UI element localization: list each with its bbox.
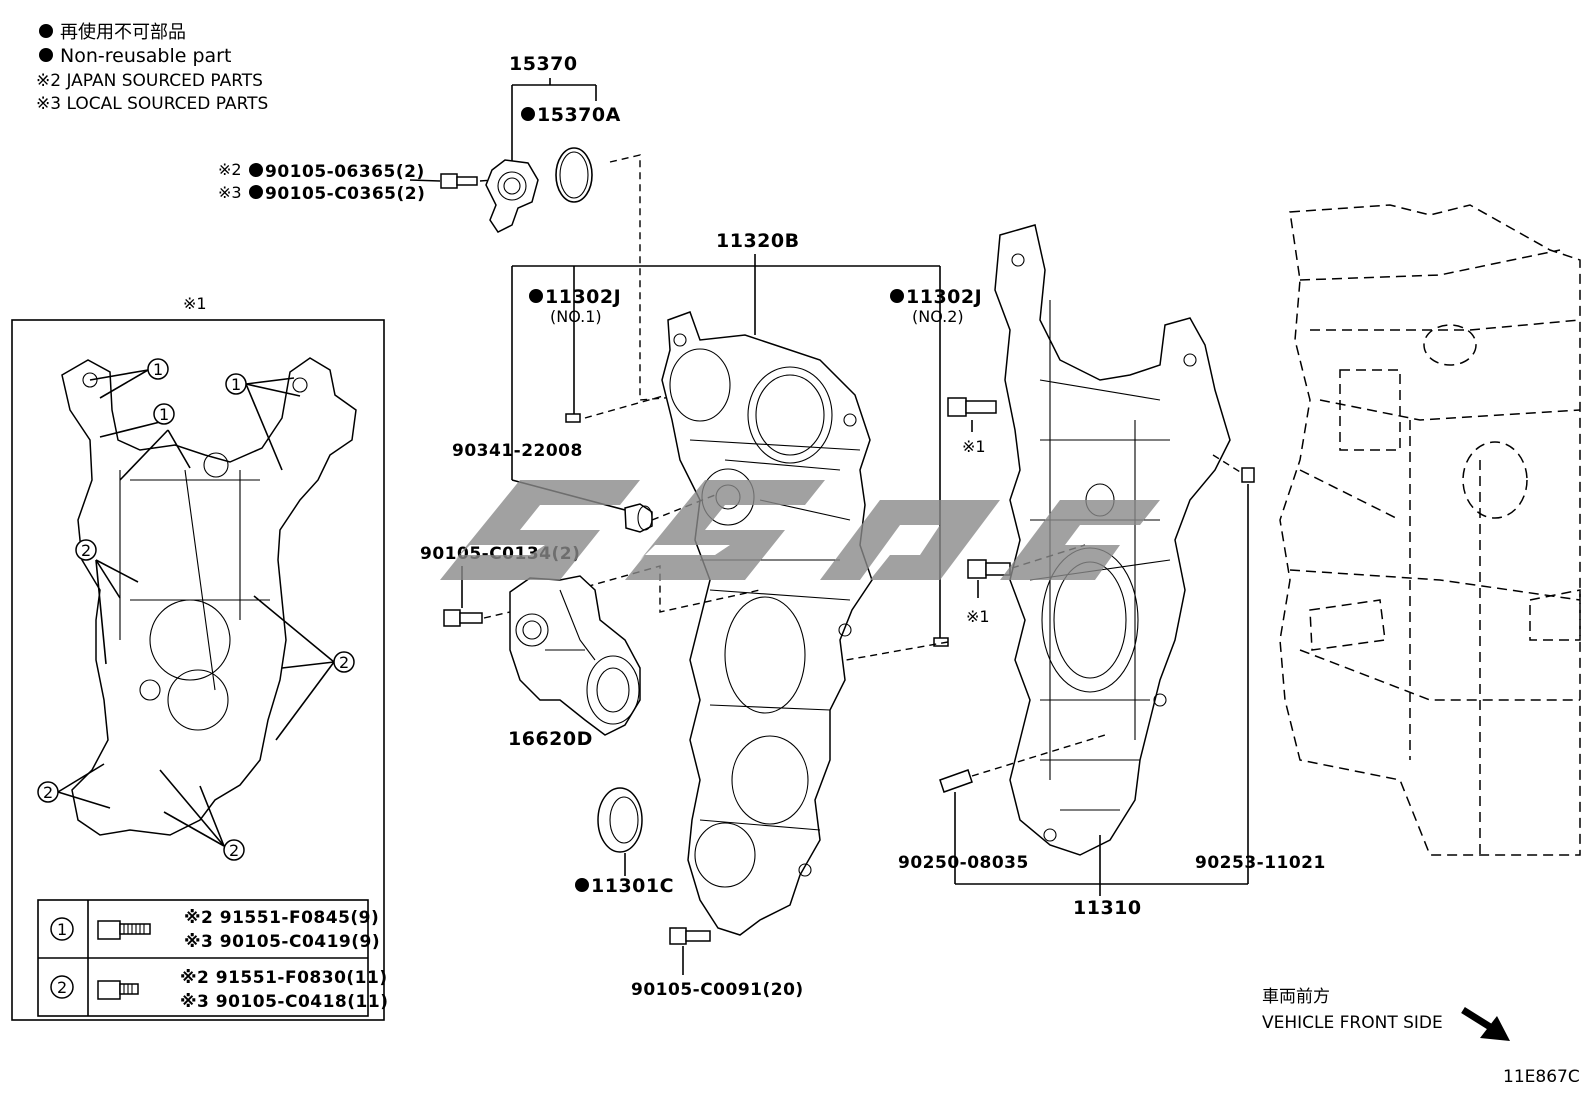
non-reusable-dot-icon <box>529 289 543 303</box>
inset-callouts-2: 2 2 2 2 <box>37 539 355 861</box>
callout-2: 2 <box>43 783 53 802</box>
bolt-a-jp-mark: ※2 <box>218 160 242 179</box>
label-11301C: 11301C <box>591 875 674 897</box>
bolt-a-local-mark: ※3 <box>218 183 242 202</box>
bolt-icon <box>947 397 997 417</box>
tensioner-body <box>509 575 641 736</box>
table-row-1-line-1: ※2 91551-F0845(9) <box>184 908 379 928</box>
part-15370-housing <box>485 159 539 233</box>
arrow-down-right-icon <box>1461 1007 1510 1041</box>
inset-cover-hole <box>139 679 161 701</box>
inset-cover-outline <box>61 357 357 836</box>
legend-line-1: 再使用不可部品 <box>60 22 186 43</box>
label-90250: 90250-08035 <box>898 853 1029 873</box>
table-row-2-line-2: ※3 90105-C0418(11) <box>180 992 388 1012</box>
assembly-11310: ※1 ※1 90250-08035 90253-11021 11310 <box>898 224 1326 919</box>
part-90105-C0091: 90105-C0091(20) <box>631 927 804 1000</box>
non-reusable-dot-icon <box>39 24 53 38</box>
bolt-icon <box>669 927 711 945</box>
part-11320B-cover <box>661 311 873 936</box>
bolt-icon <box>967 559 1011 579</box>
diagram-code: 11E867C <box>1503 1067 1580 1087</box>
watermark-logo <box>440 480 1160 580</box>
vehicle-front-indicator: 車両前方 VEHICLE FRONT SIDE 11E867C <box>1262 987 1580 1087</box>
callout-2: 2 <box>339 653 349 672</box>
legend: 再使用不可部品 Non-reusable part ※2 JAPAN SOURC… <box>36 22 268 114</box>
table-key-2: 2 <box>57 978 67 997</box>
front-label-en: VEHICLE FRONT SIDE <box>1262 1013 1443 1033</box>
label-90253: 90253-11021 <box>1195 853 1326 873</box>
inset-panel: ※1 1 1 1 <box>11 294 388 1021</box>
label-15370A: 15370A <box>537 104 621 126</box>
assembly-15370: 15370 15370A ※2 90105-06365(2) ※3 90105-… <box>218 53 621 233</box>
legend-line-2: Non-reusable part <box>60 45 231 67</box>
label-11302J-1: 11302J <box>545 286 621 308</box>
bolt-a-jp-number: 90105-06365(2) <box>265 162 425 182</box>
label-16620D: 16620D <box>508 728 593 750</box>
label-15370: 15370 <box>509 53 578 75</box>
front-label-jp: 車両前方 <box>1262 987 1330 1007</box>
inset-cover-hole <box>203 452 229 478</box>
label-no2: (NO.2) <box>912 307 964 326</box>
label-11320B: 11320B <box>716 230 800 252</box>
engine-block-outline <box>1279 204 1581 860</box>
callout-1: 1 <box>159 405 169 424</box>
inset-cover-hole <box>167 669 229 731</box>
inset-bolt-hole <box>292 377 308 393</box>
non-reusable-dot-icon <box>521 107 535 121</box>
pin-11302J-1 <box>565 413 581 423</box>
inset-frame <box>11 319 385 1021</box>
bolt-icon <box>97 980 139 1000</box>
callout-2: 2 <box>229 841 239 860</box>
table-key-1: 1 <box>57 920 67 939</box>
part-11301C: 11301C <box>575 787 674 897</box>
bolt-icon <box>440 173 478 189</box>
part-90250-pin <box>939 769 973 793</box>
label-mark-1b: ※1 <box>966 607 990 626</box>
callout-1: 1 <box>231 375 241 394</box>
inset-callouts-1: 1 1 1 <box>89 358 301 481</box>
inset-title: ※1 <box>183 294 207 313</box>
part-90253-pin <box>1241 467 1255 483</box>
bolt-table: 1 ※2 91551-F0845(9) ※3 90105-C0419(9) 2 … <box>37 899 388 1017</box>
bolt-icon <box>443 609 483 627</box>
table-row-1-line-2: ※3 90105-C0419(9) <box>184 932 380 952</box>
legend-line-4: ※3 LOCAL SOURCED PARTS <box>36 94 268 114</box>
label-no1: (NO.1) <box>550 307 602 326</box>
non-reusable-dot-icon <box>249 163 263 177</box>
legend-line-3: ※2 JAPAN SOURCED PARTS <box>36 71 263 91</box>
non-reusable-dot-icon <box>575 878 589 892</box>
label-90341: 90341-22008 <box>452 441 583 461</box>
part-90341: 90341-22008 <box>452 441 716 533</box>
non-reusable-dot-icon <box>890 289 904 303</box>
label-90105-C0091: 90105-C0091(20) <box>631 980 804 1000</box>
callout-2: 2 <box>81 541 91 560</box>
table-row-2-line-1: ※2 91551-F0830(11) <box>180 968 388 988</box>
assembly-11320B: 11320B 11302J (NO.1) 11302J (NO.2) <box>511 154 982 936</box>
callout-1: 1 <box>153 360 163 379</box>
label-mark-1a: ※1 <box>962 437 986 456</box>
inset-bolt-hole <box>82 372 98 388</box>
label-11310: 11310 <box>1073 897 1142 919</box>
bolt-icon <box>97 920 151 940</box>
label-11302J-2: 11302J <box>906 286 982 308</box>
non-reusable-dot-icon <box>39 48 53 62</box>
non-reusable-dot-icon <box>249 185 263 199</box>
bolt-a-local-number: 90105-C0365(2) <box>265 184 425 204</box>
part-15370A-oring <box>555 147 593 203</box>
inset-cover-detail <box>119 469 270 691</box>
